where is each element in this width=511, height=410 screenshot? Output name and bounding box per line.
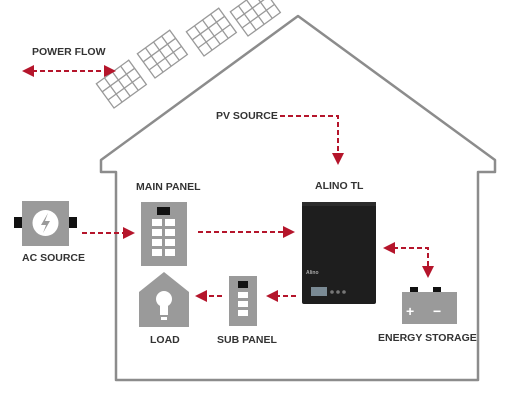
inverter-button [336, 290, 340, 294]
legend-label: POWER FLOW [32, 46, 106, 58]
solar-panels [95, 0, 282, 109]
solar-panel [136, 29, 189, 79]
solar-panel [185, 7, 238, 57]
house-outline [99, 14, 497, 382]
solar-panel [95, 59, 148, 109]
ac-source-device [14, 201, 77, 246]
sub-panel-label: SUB PANEL [217, 334, 277, 346]
ac-source-label: AC SOURCE [22, 252, 85, 264]
inverter-button [330, 290, 334, 294]
battery-plus: + [406, 303, 414, 319]
inverter-badge: Alino [306, 270, 319, 276]
inverter-display [311, 287, 327, 296]
battery-icon: + − [402, 287, 457, 324]
sub-panel-device [229, 276, 257, 326]
lightning-bolt-icon [41, 213, 50, 233]
inverter-button [342, 290, 346, 294]
pv-source-label: PV SOURCE [216, 110, 278, 122]
inverter-device: Alino [302, 202, 376, 304]
main-panel-device [141, 202, 187, 266]
lightbulb-house-icon [139, 272, 189, 327]
inverter-label: ALINO TL [315, 180, 364, 192]
load-label: LOAD [150, 334, 180, 346]
energy-storage-label: ENERGY STORAGE [378, 332, 477, 344]
solar-panel [229, 0, 282, 37]
main-panel-label: MAIN PANEL [136, 181, 201, 193]
battery-minus: − [433, 303, 441, 319]
inverter-battery-arrow [383, 242, 434, 278]
pv-to-inverter-arrow [280, 115, 344, 165]
